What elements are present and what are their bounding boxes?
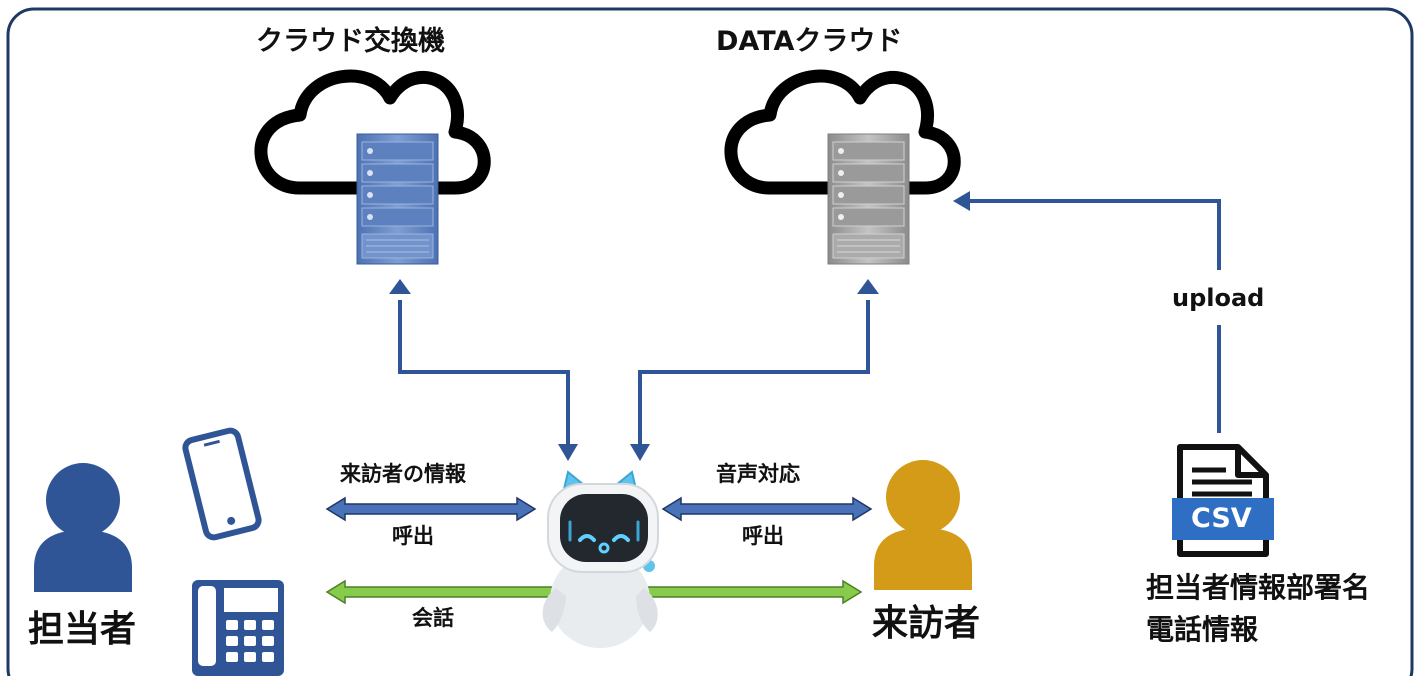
upload-label: upload (1172, 284, 1265, 312)
arrowhead-down-robot-left (558, 444, 578, 461)
staff-label: 担当者 (28, 609, 137, 650)
robot-data-connector (638, 300, 870, 444)
data-cloud-icon (724, 69, 961, 195)
arrowhead-down-robot-right (630, 444, 650, 461)
exchange-cloud-icon (254, 69, 491, 195)
visitor-person-icon (874, 460, 972, 590)
csv-document-icon (1172, 444, 1274, 557)
upload-connector (968, 199, 1221, 433)
arrowhead-up-data (857, 279, 879, 294)
arrowhead-left-upload (953, 191, 970, 211)
staff-person-icon (34, 463, 132, 592)
outer-frame (6, 7, 1414, 676)
robot-exchange-connector (398, 300, 570, 444)
data-cloud-title: DATAクラウド (716, 26, 903, 57)
visitor-label: 来訪者 (872, 603, 981, 644)
voice-double-arrow (661, 496, 873, 522)
smartphone-icon (182, 427, 262, 541)
exchange-server-icon (356, 133, 439, 265)
arrowhead-up-exchange (389, 279, 411, 294)
conversation-label: 会話 (412, 606, 454, 630)
csv-note-line2: 電話情報 (1146, 613, 1259, 646)
visitor-info-double-arrow (325, 496, 537, 522)
csv-note-line1: 担当者情報部署名 (1146, 571, 1371, 604)
desk-phone-icon (192, 580, 284, 676)
csv-badge-text: CSV (1191, 503, 1252, 534)
visitor-info-label: 来訪者の情報 (340, 462, 466, 486)
call-left-label: 呼出 (392, 524, 434, 548)
voice-label: 音声対応 (716, 462, 800, 486)
call-right-label: 呼出 (742, 524, 784, 548)
robot-icon (542, 470, 659, 648)
data-server-icon (827, 133, 910, 265)
exchange-cloud-title: クラウド交換機 (256, 26, 445, 57)
